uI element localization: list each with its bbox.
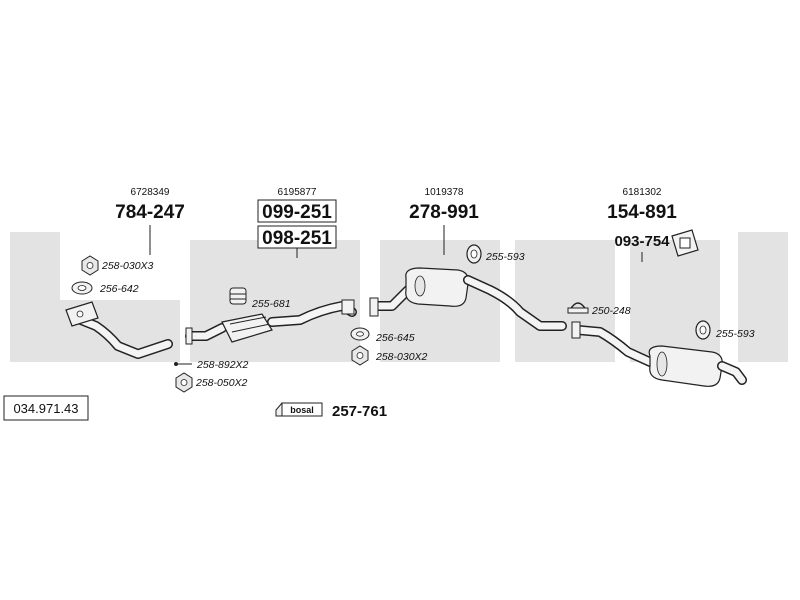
bosal-watermark (10, 232, 788, 362)
mounting-kit: bosal 257-761 (275, 402, 387, 420)
catalyst-drawing (185, 299, 357, 345)
accessory-label-2: 256-642 (99, 283, 139, 295)
group-3-ref: 1019378 (425, 187, 464, 198)
accessory-hanger-1: 255-681 (229, 287, 291, 310)
kit-box-label: bosal (290, 405, 314, 415)
group-4-part-b: 093-754 (614, 233, 670, 250)
accessory-nut-2: 258-050X2 (175, 372, 248, 393)
catalog-number-box: 034.971.43 (3, 395, 89, 421)
accessory-label-3: 255-681 (251, 298, 291, 310)
accessory-label-8: 255-593 (485, 251, 525, 263)
group-1-part: 784-247 (115, 202, 185, 223)
kit-part: 257-761 (332, 403, 387, 420)
accessory-label-1: 258-030X3 (101, 260, 154, 272)
group-3-part: 278-991 (409, 202, 479, 223)
group-catalyst: 6195877 099-251 098-251 (257, 187, 337, 258)
accessory-ring-2: 255-593 (695, 320, 755, 340)
rubber-mount-icon (671, 229, 699, 257)
accessory-gasket-2: 256-645 (350, 327, 415, 344)
group-2-part-b: 098-251 (262, 228, 332, 249)
accessory-label-10: 255-593 (715, 328, 755, 340)
front-pipe-drawing (65, 301, 173, 359)
rear-silencer-drawing (571, 321, 747, 387)
accessory-clamp-1: 250-248 (567, 302, 631, 317)
accessory-label-9: 250-248 (591, 305, 631, 317)
accessory-label-4: 258-892X2 (196, 359, 249, 371)
kit-box-icon: bosal (275, 402, 323, 417)
accessory-nut-1: 258-030X3 (81, 255, 154, 276)
group-2-ref: 6195877 (278, 187, 317, 198)
middle-silencer-drawing (369, 267, 567, 331)
accessory-nut-3: 258-030X2 (351, 345, 428, 366)
group-2-part-a: 099-251 (262, 202, 332, 223)
group-middle-silencer: 1019378 278-991 (409, 187, 479, 255)
accessory-label-7: 258-030X2 (375, 351, 428, 363)
group-1-ref: 6728349 (131, 187, 170, 198)
group-rear-silencer: 6181302 154-891 093-754 (607, 187, 699, 262)
accessory-ring-1: 255-593 (466, 244, 525, 264)
accessory-gasket-1: 256-642 (71, 281, 139, 295)
group-4-ref: 6181302 (623, 187, 662, 198)
accessory-label-6: 256-645 (375, 332, 415, 344)
accessory-label-5: 258-050X2 (195, 377, 248, 389)
catalog-number: 034.971.43 (13, 401, 78, 416)
group-front-pipe: 6728349 784-247 (115, 187, 185, 255)
group-4-part-a: 154-891 (607, 202, 677, 223)
accessory-bolt-1: 258-892X2 (174, 359, 249, 371)
